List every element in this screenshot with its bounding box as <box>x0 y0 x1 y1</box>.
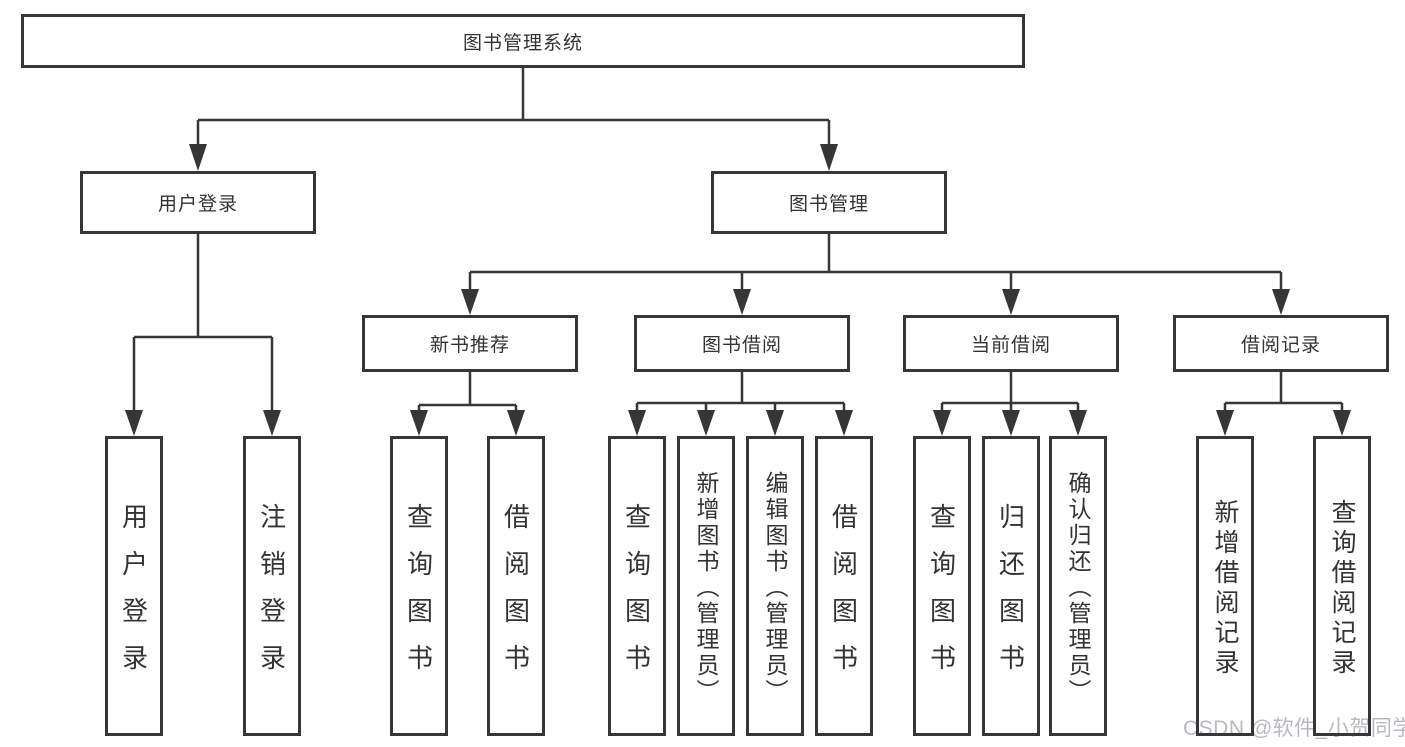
connector-new-book-recommend <box>417 372 518 412</box>
leaf-borrow-books: 借阅图书 <box>815 436 873 736</box>
node-label: 图书管理 <box>788 194 869 215</box>
leaf-label: 新增图书（管理员） <box>693 470 719 705</box>
connector-book-management <box>468 234 1283 291</box>
node-borrow-records: 借阅记录 <box>1173 315 1389 372</box>
node-user-login: 用户登录 <box>80 171 316 234</box>
leaf-add-borrow-record: 新增借阅记录 <box>1196 436 1254 736</box>
leaf-query-books-current: 查询图书 <box>913 436 971 736</box>
connector-current-borrow <box>940 372 1080 412</box>
csdn-watermark: CSDN @软件_小贺同学 <box>1183 717 1405 740</box>
leaf-confirm-return-admin: 确认归还（管理员） <box>1049 436 1107 736</box>
leaf-label: 用户登录 <box>118 502 149 691</box>
leaf-label: 查询图书 <box>621 502 652 691</box>
leaf-query-books-recommend: 查询图书 <box>390 436 448 736</box>
leaf-return-books: 归还图书 <box>982 436 1040 736</box>
node-library-management-system: 图书管理系统 <box>21 14 1025 68</box>
arrowheads <box>125 144 1351 436</box>
leaf-add-books-admin: 新增图书（管理员） <box>677 436 735 736</box>
leaf-edit-books-admin: 编辑图书（管理员） <box>746 436 804 736</box>
leaf-query-borrow-record: 查询借阅记录 <box>1313 436 1371 736</box>
node-label: 图书管理系统 <box>462 32 583 54</box>
leaf-label: 确认归还（管理员） <box>1065 470 1091 705</box>
leaf-label: 查询图书 <box>403 502 434 691</box>
leaf-label: 查询图书 <box>926 502 957 691</box>
leaf-query-books-borrow: 查询图书 <box>608 436 666 736</box>
leaf-label: 新增借阅记录 <box>1211 498 1239 679</box>
node-book-borrow: 图书借阅 <box>634 315 850 372</box>
leaf-label: 借阅图书 <box>500 502 531 691</box>
leaf-logout: 注销登录 <box>243 436 301 736</box>
leaf-label: 查询借阅记录 <box>1328 498 1356 679</box>
node-label: 新书推荐 <box>429 335 510 356</box>
node-current-borrow: 当前借阅 <box>903 315 1119 372</box>
node-book-management: 图书管理 <box>711 171 947 234</box>
leaf-label: 编辑图书（管理员） <box>762 470 788 705</box>
connector-borrow-records <box>1223 372 1344 412</box>
leaf-label: 注销登录 <box>256 502 287 691</box>
node-label: 用户登录 <box>157 194 238 215</box>
leaf-user-login: 用户登录 <box>105 436 163 736</box>
leaf-label: 借阅图书 <box>828 502 859 691</box>
leaf-borrow-books-recommend: 借阅图书 <box>487 436 545 736</box>
connector-user-login <box>132 234 274 412</box>
node-label: 当前借阅 <box>970 335 1051 356</box>
connector-root <box>196 68 831 146</box>
connector-book-borrow <box>635 372 846 412</box>
leaf-label: 归还图书 <box>995 502 1026 691</box>
node-label: 图书借阅 <box>701 335 782 356</box>
node-new-book-recommend: 新书推荐 <box>362 315 578 372</box>
node-label: 借阅记录 <box>1240 335 1321 356</box>
